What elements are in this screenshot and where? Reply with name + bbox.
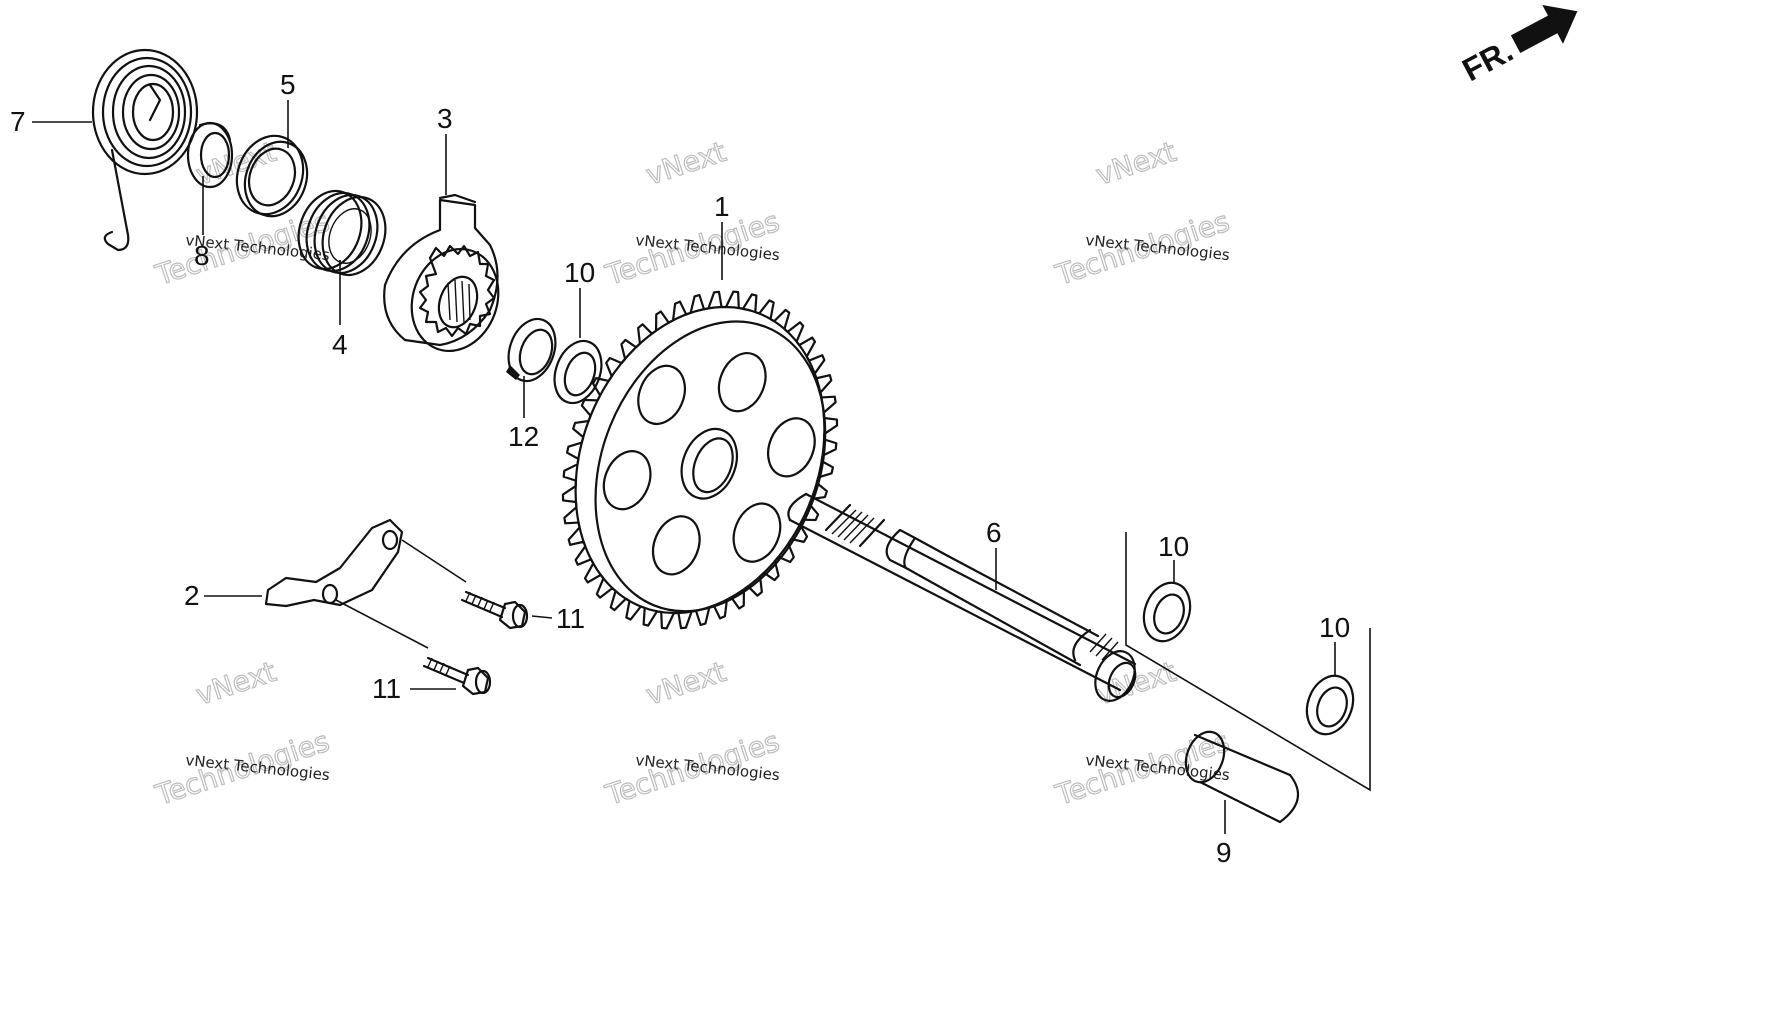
callout-11-lower: 11	[372, 673, 401, 704]
front-direction-indicator: FR.	[1456, 5, 1578, 88]
watermark-2: vNext Technologies vNext Technologies	[600, 134, 783, 292]
callout-7: 7	[10, 106, 26, 137]
arrow-right-icon	[1510, 5, 1578, 54]
watermark-4: vNext Technologies vNext Technologies	[150, 654, 333, 812]
part-1-kickstarter-idle-gear	[561, 290, 839, 630]
watermark-3: vNext Technologies vNext Technologies	[1050, 134, 1233, 292]
watermark-6: vNext Technologies vNext Technologies	[1050, 654, 1233, 812]
part-6-kickstarter-spindle	[787, 492, 1137, 702]
group-bracket	[1125, 532, 1371, 792]
part-3-ratchet	[383, 193, 500, 353]
watermarks: vNext Technologies vNext Technologies vN…	[150, 134, 1233, 812]
part-10-washer-right	[1305, 674, 1355, 736]
part-2-stopper-plate	[264, 518, 404, 608]
part-7-kick-spring	[91, 48, 199, 252]
part-5-washer	[235, 134, 309, 218]
callout-8: 8	[194, 240, 210, 271]
callout-10-upper: 10	[564, 257, 595, 288]
callout-12: 12	[508, 421, 539, 452]
svg-text:vNext: vNext	[642, 655, 730, 712]
callout-1: 1	[714, 191, 730, 222]
part-11-bolt-upper	[401, 539, 529, 630]
callout-3: 3	[437, 103, 453, 134]
svg-text:vNext: vNext	[192, 655, 280, 712]
svg-text:FR.: FR.	[1456, 32, 1518, 88]
part-11-bolt-lower	[335, 599, 492, 696]
svg-text:vNext: vNext	[642, 135, 730, 192]
callout-5: 5	[280, 69, 296, 100]
callout-4: 4	[332, 329, 348, 360]
callout-labels: 7 5 3 8 4 1 10 12 6 10 10 9 2 11 11	[10, 69, 1350, 868]
leader-lines	[32, 100, 1336, 834]
callout-10-right: 10	[1319, 612, 1350, 643]
callout-10-middle: 10	[1158, 531, 1189, 562]
part-9-collar	[1184, 730, 1300, 824]
part-12-circlip	[506, 317, 557, 383]
watermark-5: vNext Technologies vNext Technologies	[600, 654, 783, 812]
part-10-washer-middle	[1142, 581, 1192, 643]
callout-9: 9	[1216, 837, 1232, 868]
part-8-small-spring	[186, 121, 234, 189]
callout-11-upper: 11	[556, 603, 585, 634]
callout-2: 2	[184, 580, 200, 611]
callout-6: 6	[986, 517, 1002, 548]
svg-text:vNext: vNext	[1092, 135, 1180, 192]
